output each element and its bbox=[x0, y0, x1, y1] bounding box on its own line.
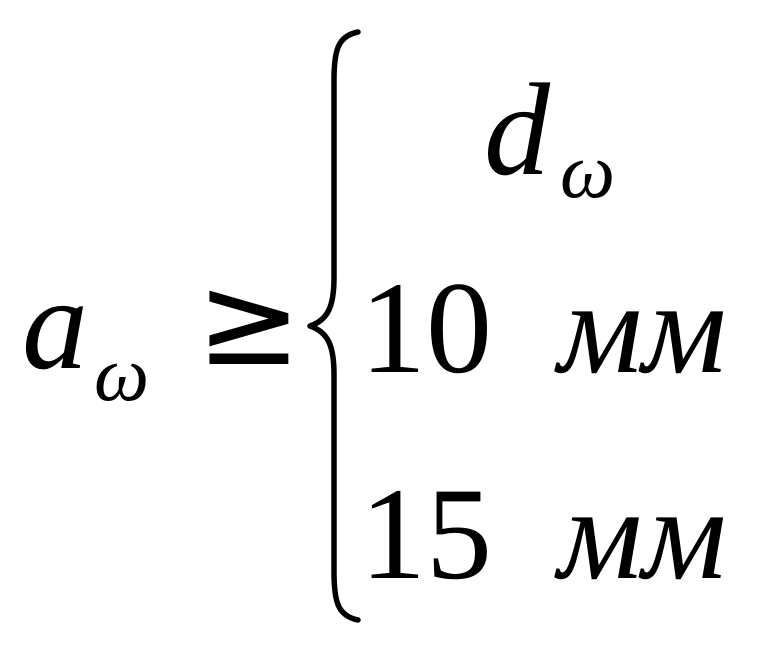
lhs-variable: a bbox=[22, 250, 88, 397]
case-1-variable: d bbox=[484, 56, 550, 203]
curly-brace-icon bbox=[307, 29, 361, 623]
lhs-subscript: ω bbox=[94, 330, 150, 417]
greater-equal-sign: ≥ bbox=[196, 247, 302, 394]
case-2-unit: мм bbox=[558, 254, 727, 401]
case-3-value: 15 bbox=[360, 460, 492, 607]
case-2-value: 10 bbox=[360, 254, 492, 401]
case-3-unit: мм bbox=[558, 460, 727, 607]
case-1-subscript: ω bbox=[560, 127, 616, 214]
